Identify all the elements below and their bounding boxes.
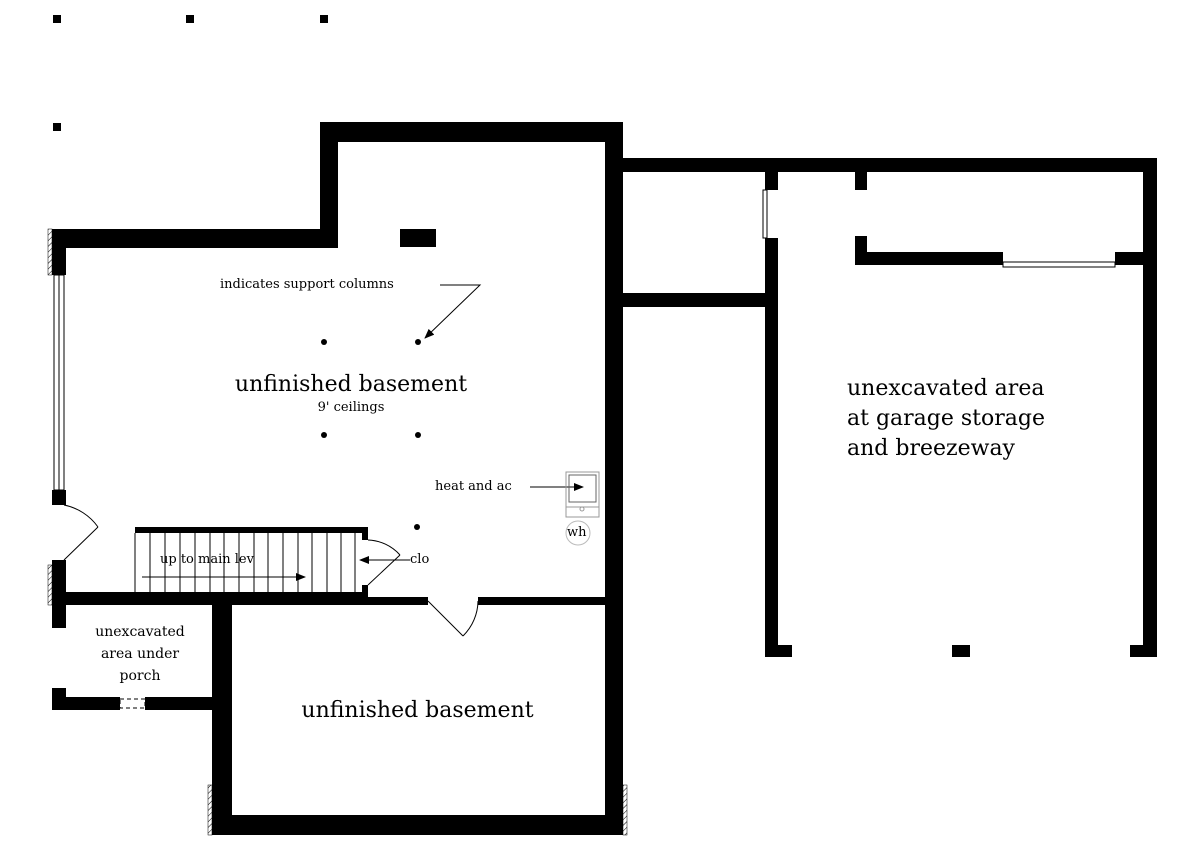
room-label-lower-basement: unfinished basement [301,698,534,723]
room-label-porch: unexcavated area under porch [70,621,210,687]
windows [53,189,1116,709]
hvac-unit [565,471,600,546]
garage-line-2: at garage storage [847,406,1045,431]
water-heater-label: wh [567,525,587,540]
room-label-main-basement: unfinished basement [234,372,468,397]
room-label-garage: unexcavated area at garage storage and b… [847,374,1045,464]
ceiling-height-label: 9' ceilings [317,400,385,415]
hatched-walls [47,228,628,836]
doors [63,504,479,637]
walls [52,122,1157,835]
garage-line-1: unexcavated area [847,376,1045,401]
stairs [134,533,356,592]
porch-line-3: porch [119,668,161,684]
garage-line-3: and breezeway [847,436,1015,461]
closet-label: clo [410,552,430,567]
porch-line-1: unexcavated [95,624,185,640]
leader-lines [359,284,584,564]
support-columns [321,339,421,530]
hvac-note: heat and ac [435,479,512,494]
chimney [400,229,436,247]
stairs-label: up to main lev [160,552,254,567]
support-columns-note: indicates support columns [220,277,394,292]
registration-marks [53,15,328,131]
porch-line-2: area under [100,646,180,662]
